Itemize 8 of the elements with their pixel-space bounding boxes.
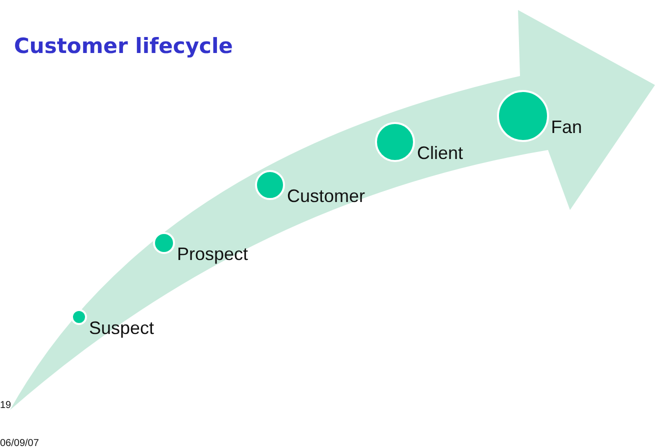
stage-label: Fan: [551, 117, 582, 137]
stage-label: Suspect: [89, 318, 154, 338]
slide-title: Customer lifecycle: [14, 34, 233, 58]
date-label: 06/09/07: [0, 438, 39, 448]
stage-label: Prospect: [177, 244, 248, 264]
stage-label: Customer: [287, 186, 366, 206]
stage-label: Client: [417, 143, 464, 163]
page-number: 19: [0, 400, 12, 411]
